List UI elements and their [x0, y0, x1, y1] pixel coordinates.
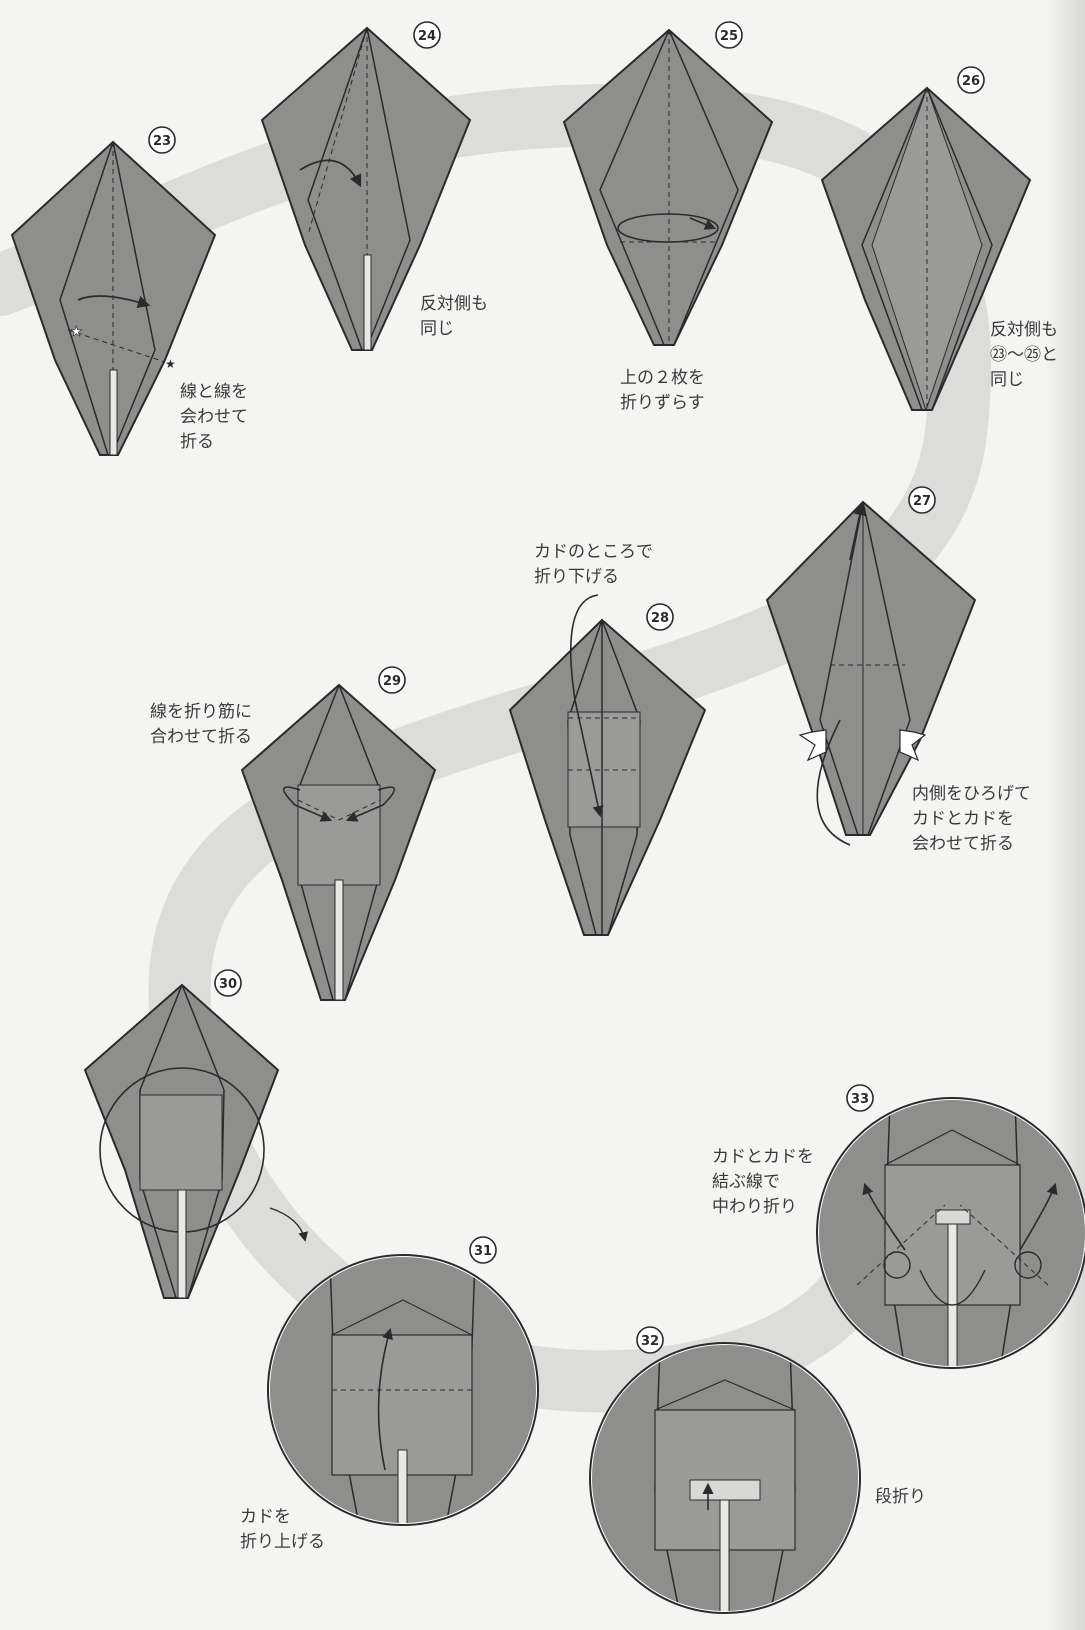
step-33-note: カドとカドを 結ぶ線で 中わり折り	[712, 1147, 814, 1217]
step-number-29: 29	[383, 674, 401, 689]
step-number-33-circle: 33	[846, 1084, 874, 1112]
svg-text:★: ★	[165, 357, 176, 371]
step-26-note: 反対側も ㉓〜㉕と 同じ	[990, 320, 1058, 390]
step-number-30-circle: 30	[214, 969, 242, 997]
step-number-32-circle: 32	[636, 1326, 664, 1354]
step-number-24-circle: 24	[413, 21, 441, 49]
step-number-24: 24	[418, 29, 436, 44]
step-number-25: 25	[720, 29, 738, 44]
step-28-note: カドのところで 折り下げる	[534, 542, 653, 587]
step-23-note: 線と線を 会わせて 折る	[180, 382, 248, 452]
step-number-27: 27	[913, 494, 931, 509]
step-24-diagram	[260, 26, 472, 351]
step-number-29-circle: 29	[378, 666, 406, 694]
step-26-diagram	[820, 86, 1032, 412]
step-number-23: 23	[153, 134, 171, 149]
page-binding-shadow	[1045, 0, 1085, 1630]
step-29-note: 線を折り筋に 合わせて折る	[150, 702, 252, 747]
svg-text:★: ★	[70, 324, 83, 340]
step-30-diagram	[83, 983, 309, 1299]
step-31-diagram	[267, 1254, 539, 1526]
step-number-25-circle: 25	[715, 21, 743, 49]
step-27-note: 内側をひろげて カドとカドを 会わせて折る	[912, 784, 1031, 854]
step-number-31-circle: 31	[469, 1236, 497, 1264]
step-number-26-circle: 26	[957, 66, 985, 94]
step-number-23-circle: 23	[148, 126, 176, 154]
step-number-28-circle: 28	[646, 603, 674, 631]
step-number-30: 30	[219, 977, 237, 992]
step-33-diagram	[816, 1097, 1085, 1369]
step-27-diagram	[765, 500, 977, 846]
step-25-diagram	[562, 28, 774, 346]
step-25-note: 上の２枚を 折りずらす	[620, 368, 705, 413]
step-number-32: 32	[641, 1334, 659, 1349]
step-28-diagram	[508, 594, 707, 936]
step-29-diagram	[240, 683, 437, 1001]
step-number-28: 28	[651, 611, 669, 626]
step-23-diagram: ★ ★	[10, 140, 217, 456]
step-number-26: 26	[962, 74, 980, 89]
step-number-31: 31	[474, 1244, 492, 1259]
step-24-note: 反対側も 同じ	[420, 294, 488, 339]
step-number-27-circle: 27	[908, 486, 936, 514]
step-32-note: 段折り	[875, 1487, 926, 1507]
step-number-33: 33	[851, 1092, 869, 1107]
step-32-diagram	[589, 1342, 861, 1614]
step-31-note: カドを 折り上げる	[240, 1507, 325, 1552]
